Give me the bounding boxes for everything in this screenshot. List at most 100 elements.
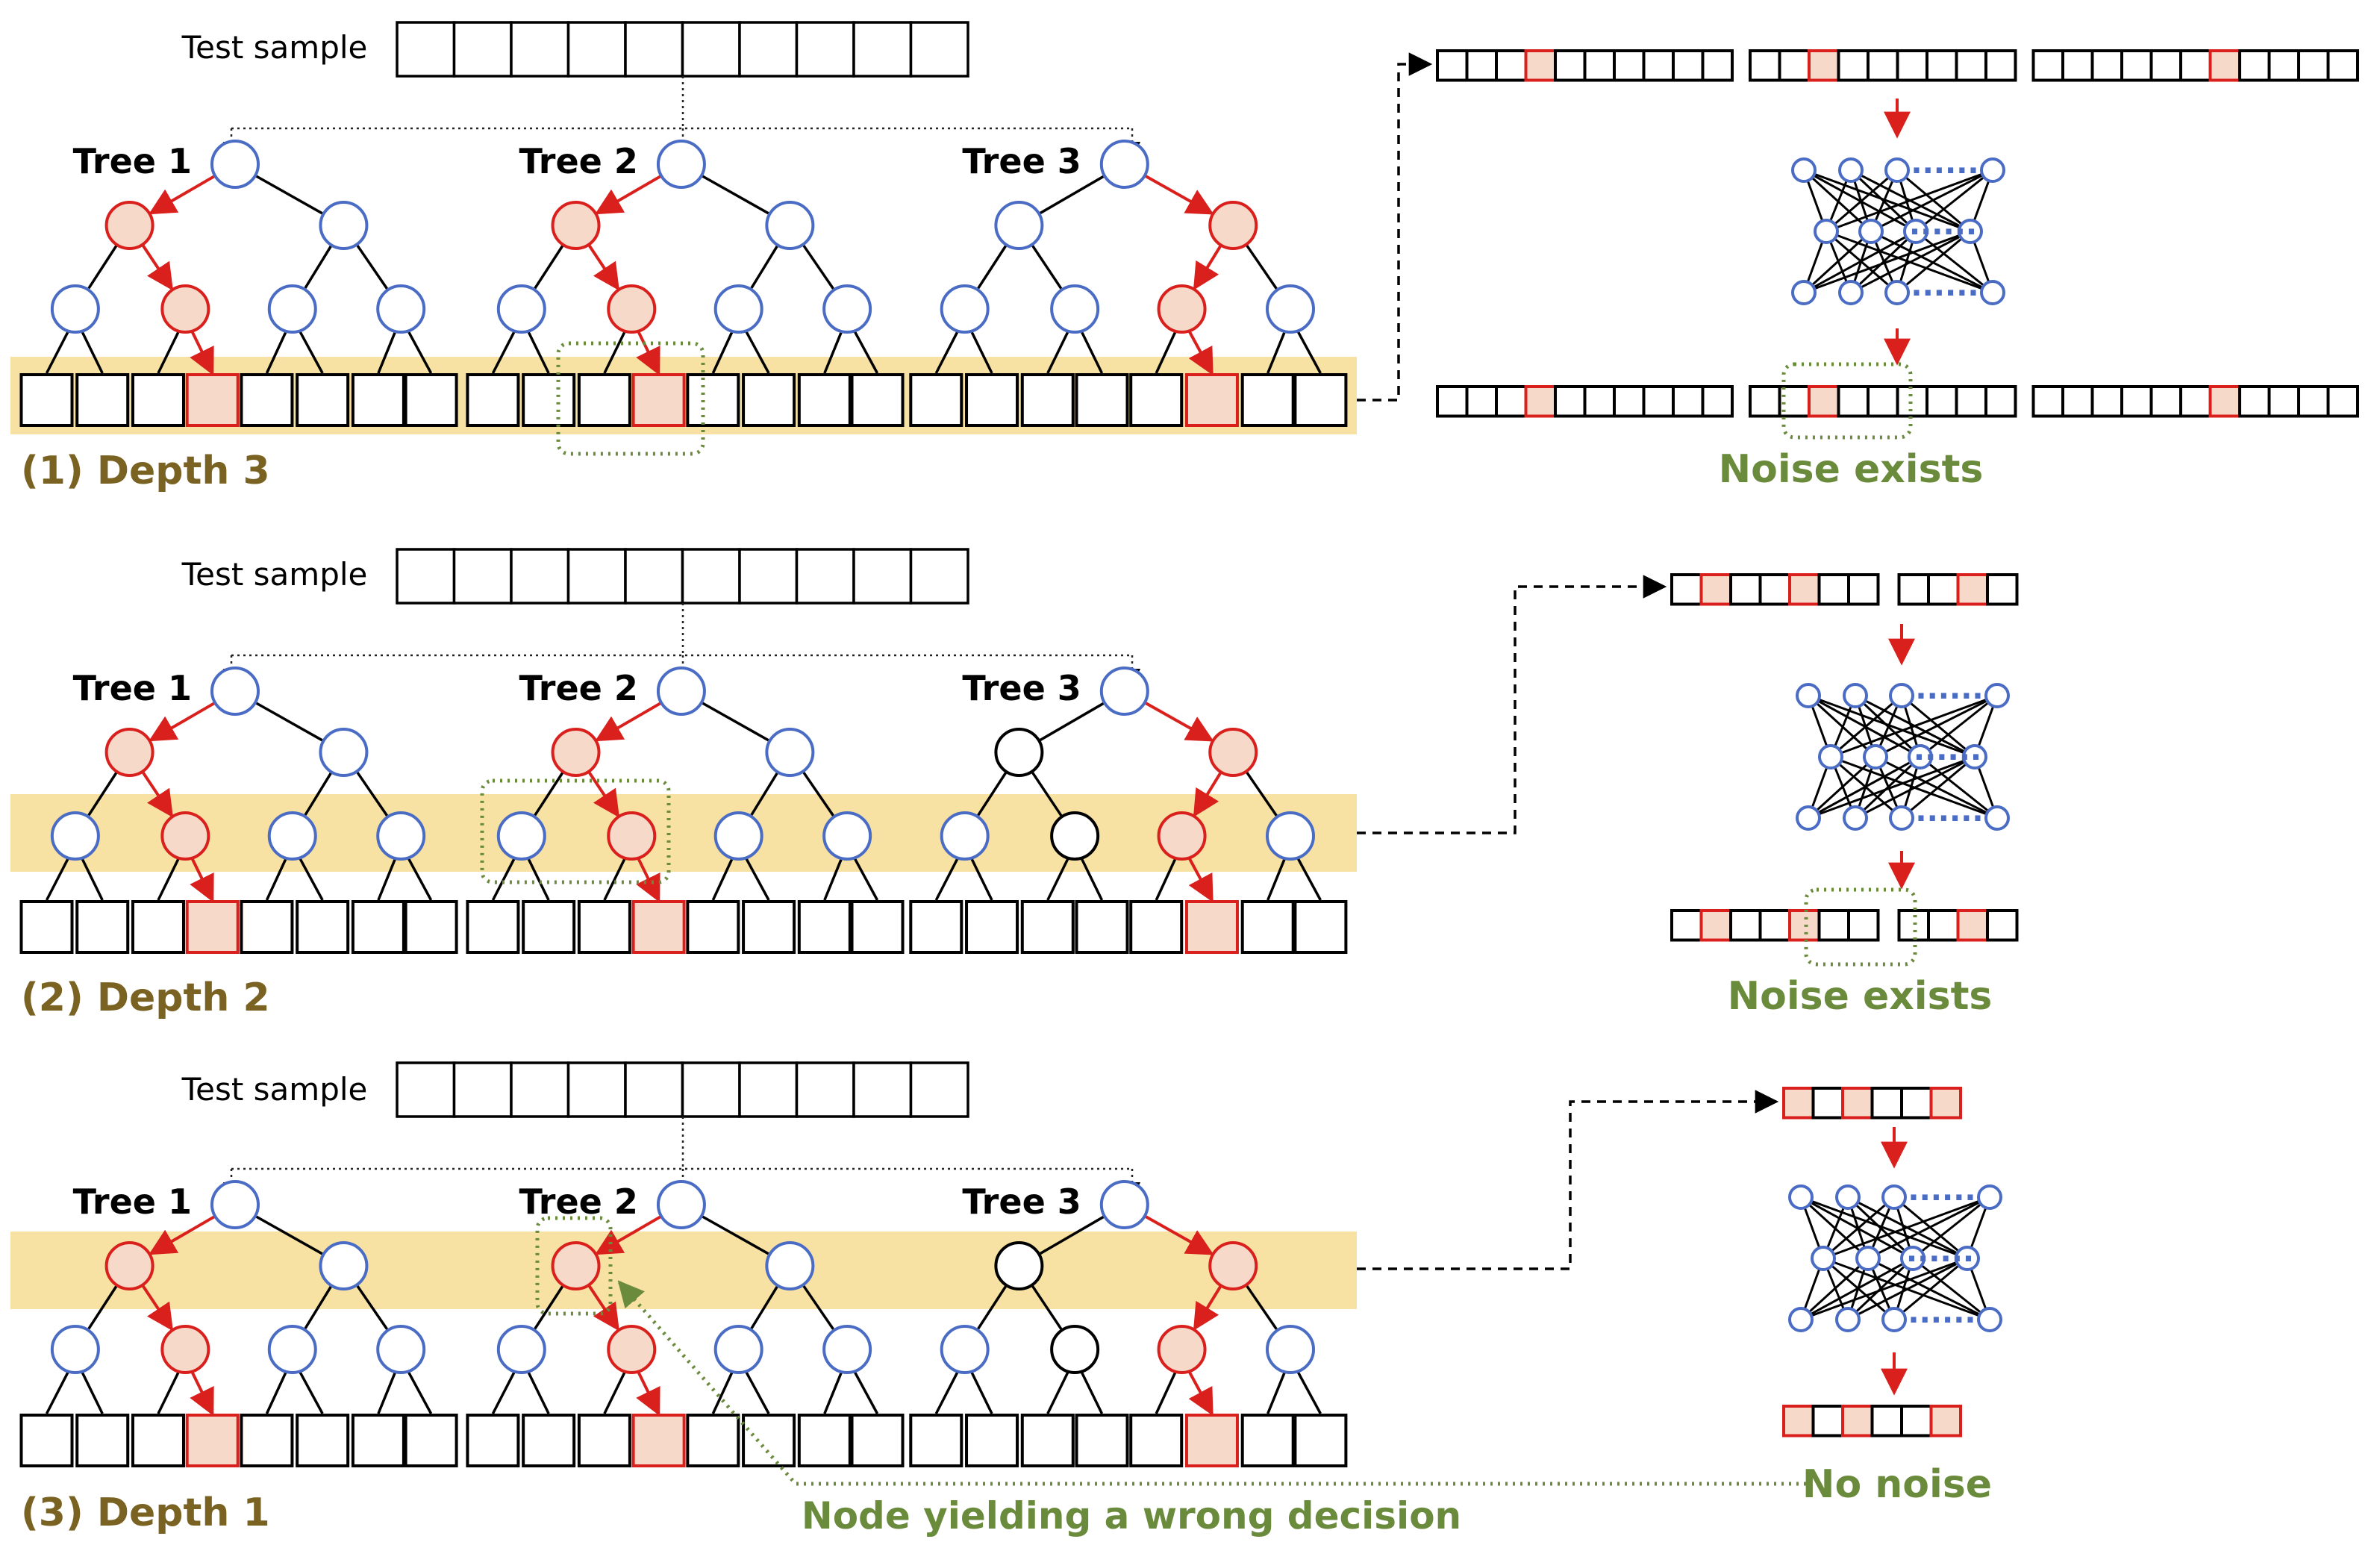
- decision-path-edge: [141, 770, 174, 818]
- tree-edge: [1296, 857, 1322, 901]
- selected-leaf: [1184, 373, 1239, 427]
- leaf-node: [296, 373, 350, 427]
- nn-neuron: [1835, 1184, 1861, 1210]
- output-vector-active-cell: [2208, 385, 2241, 418]
- tree-node: [267, 284, 317, 334]
- decision-path-edge: [594, 701, 663, 742]
- input-vector-cell: [1495, 49, 1528, 82]
- input-vector-cell: [1749, 49, 1781, 82]
- nn-edge: [1800, 1257, 1914, 1321]
- output-vector-cell: [1927, 909, 1960, 942]
- tree-edge: [1155, 331, 1177, 374]
- input-vector-cell: [1778, 49, 1811, 82]
- output-vector-cell: [1465, 385, 1498, 418]
- output-vector-cell: [1925, 385, 1958, 418]
- leaf-node: [522, 900, 576, 954]
- path-node: [607, 284, 657, 334]
- input-vector-active-cell: [1788, 573, 1821, 606]
- leaf-node: [909, 1414, 963, 1467]
- output-vector-active-cell: [1956, 909, 1989, 942]
- test-sample-cell: [795, 21, 855, 78]
- leaf-node: [797, 373, 852, 427]
- nn-edge: [1803, 230, 1917, 294]
- highlight-band: [10, 1232, 1357, 1309]
- nn-edge: [1912, 1257, 1990, 1321]
- test-sample-cell: [452, 1061, 513, 1118]
- input-vector-cell: [1817, 573, 1850, 606]
- tree-edge: [254, 701, 323, 742]
- output-vector-cell: [1672, 385, 1705, 418]
- test-sample-cell: [452, 21, 513, 78]
- nn-neuron: [1858, 219, 1884, 244]
- nn-neuron: [1958, 219, 1983, 244]
- test-sample-cell: [566, 21, 627, 78]
- tree-edge: [977, 1285, 1008, 1330]
- panel-1-output-note: Noise exists: [1719, 447, 1984, 492]
- output-vector-active-cell: [1841, 1405, 1874, 1438]
- tree-edge: [87, 771, 119, 817]
- tree-node: [267, 811, 317, 861]
- nn-neuron: [1884, 157, 1910, 183]
- path-node: [160, 1325, 210, 1374]
- output-vector-cell: [1837, 385, 1870, 418]
- test-sample-cell: [681, 21, 741, 78]
- leaf-node: [909, 373, 963, 427]
- leaf-node: [1240, 1414, 1295, 1467]
- leaf-node: [131, 900, 185, 954]
- tree-edge: [853, 330, 879, 374]
- nn-edge: [1867, 1257, 1990, 1321]
- tree-edge: [1046, 330, 1069, 374]
- leaf-node: [742, 900, 796, 954]
- tree-label: Tree 1: [73, 1182, 192, 1222]
- decision-path-edge: [594, 1214, 663, 1255]
- output-vector-cell: [2297, 385, 2330, 418]
- panel-3-output-note: No noise: [1802, 1462, 1992, 1507]
- leaf-node: [850, 1414, 905, 1467]
- nn-edge: [1799, 1257, 1870, 1321]
- input-vector-active-cell: [1929, 1087, 1962, 1120]
- nn-neuron: [1977, 1184, 2002, 1210]
- decision-path-edge: [594, 174, 663, 215]
- output-vector-cell: [1870, 1405, 1903, 1438]
- path-node: [1208, 1241, 1258, 1290]
- nn-edge: [1854, 755, 1922, 820]
- nn-ellipsis: ......: [1908, 1173, 1975, 1208]
- path-node: [551, 728, 601, 777]
- leaf-node: [466, 373, 520, 427]
- tree-edge: [1245, 770, 1278, 817]
- leaf-node: [522, 373, 576, 427]
- tree-edge: [603, 1370, 626, 1414]
- nn-ellipsis: ......: [1915, 672, 1983, 706]
- decision-path-edge: [149, 1214, 216, 1255]
- decision-path-edge: [1143, 174, 1214, 215]
- tree-node: [656, 140, 706, 189]
- decision-path-edge: [1143, 1214, 1214, 1255]
- leaf-node: [75, 373, 130, 427]
- path-node: [1208, 728, 1258, 777]
- tree-edge: [534, 1285, 565, 1330]
- input-vector-cell: [2267, 49, 2300, 82]
- nn-ellipsis: ......: [1911, 269, 1978, 303]
- decision-path-edge: [587, 770, 619, 818]
- nn-edge: [1825, 169, 1993, 233]
- decision-path-edge: [190, 1370, 214, 1417]
- nn-neuron: [1980, 157, 2005, 183]
- decision-path-edge: [587, 1284, 619, 1332]
- tree-node: [210, 1180, 260, 1229]
- decision-path-edge: [141, 243, 174, 291]
- tree-edge: [750, 244, 779, 289]
- nn-edge: [1915, 169, 1993, 233]
- input-vector-cell: [1613, 49, 1646, 82]
- tree-edge: [711, 858, 734, 901]
- tree-node: [822, 811, 872, 861]
- input-vector-active-cell: [1841, 1087, 1874, 1120]
- tree-edge: [701, 174, 769, 215]
- nn-neuron: [1955, 1246, 1980, 1271]
- nn-neuron: [1791, 157, 1817, 183]
- input-vector-cell: [1955, 49, 1987, 82]
- nn-edge: [1875, 694, 1998, 758]
- output-vector-cell: [1867, 385, 1899, 418]
- output-vector-cell: [1897, 909, 1930, 942]
- tree-edge: [157, 857, 181, 901]
